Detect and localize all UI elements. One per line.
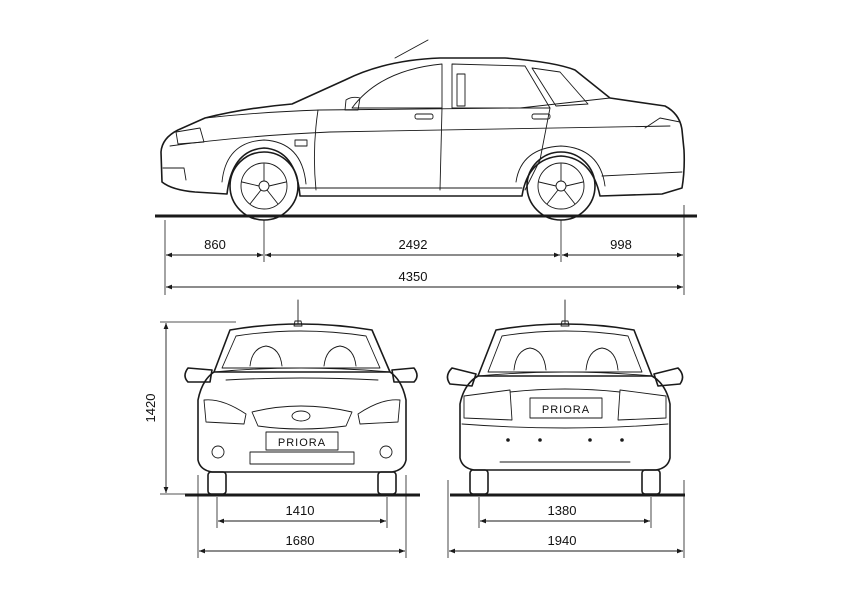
rear-taillight-right bbox=[617, 389, 667, 421]
rear-antenna-base bbox=[560, 320, 570, 327]
dim-front-track: 1410 bbox=[218, 503, 386, 524]
side-view bbox=[155, 39, 697, 221]
front-lower-intake bbox=[249, 451, 355, 465]
front-view: PRIORA bbox=[184, 299, 420, 497]
rear-seat-left bbox=[513, 347, 547, 371]
side-body-outline bbox=[160, 57, 686, 197]
rear-taillight-left bbox=[463, 389, 513, 421]
front-fog-right bbox=[379, 445, 393, 459]
dim-front-width: 1680 bbox=[199, 533, 405, 554]
dim-front-overhang: 860 bbox=[166, 237, 263, 258]
front-seat-right bbox=[323, 345, 357, 367]
rear-track-label: 1380 bbox=[548, 503, 577, 518]
front-mirror-left bbox=[184, 367, 213, 383]
front-extension-lines bbox=[197, 475, 407, 558]
overall-width-label: 1940 bbox=[548, 533, 577, 548]
rear-reflector-2 bbox=[538, 438, 542, 442]
side-rear-wheel bbox=[526, 151, 596, 221]
side-headlight bbox=[175, 127, 205, 145]
side-rear-arch bbox=[515, 145, 606, 187]
front-width-label: 1680 bbox=[286, 533, 315, 548]
rear-window-glass bbox=[487, 330, 643, 373]
side-badge bbox=[294, 139, 308, 147]
side-front-door-handle bbox=[414, 113, 434, 120]
height-label: 1420 bbox=[143, 394, 158, 423]
rear-extension-lines bbox=[447, 480, 685, 558]
rear-trunk-lip bbox=[509, 388, 621, 393]
side-beltline bbox=[204, 97, 611, 119]
rear-window-frame bbox=[477, 323, 653, 377]
rear-mirror-left bbox=[446, 367, 477, 387]
front-grille bbox=[251, 405, 353, 430]
dim-rear-overhang: 998 bbox=[562, 237, 683, 258]
dim-overall-length: 4350 bbox=[166, 269, 683, 290]
side-front-bumper-line bbox=[162, 167, 187, 181]
front-antenna-base bbox=[293, 320, 303, 327]
side-b-pillar bbox=[456, 73, 466, 107]
overall-length-label: 4350 bbox=[399, 269, 428, 284]
front-fog-left bbox=[211, 445, 225, 459]
rear-tire-right bbox=[641, 469, 661, 495]
front-hood-line bbox=[225, 377, 379, 381]
front-headlight-right bbox=[357, 399, 401, 425]
front-emblem bbox=[291, 410, 311, 422]
side-quarter-window bbox=[531, 67, 589, 107]
front-windshield-frame bbox=[213, 323, 391, 373]
front-plate-frame bbox=[265, 431, 339, 451]
side-tail-light bbox=[644, 117, 681, 129]
front-hood-edge bbox=[213, 367, 391, 373]
rear-reflector-4 bbox=[620, 438, 624, 442]
front-windshield-glass bbox=[221, 330, 381, 369]
dim-height: 1420 bbox=[143, 321, 236, 495]
side-front-door-edge bbox=[313, 109, 319, 191]
wheelbase-label: 2492 bbox=[399, 237, 428, 252]
front-seat-left bbox=[249, 345, 283, 367]
dim-rear-track: 1380 bbox=[480, 503, 650, 524]
rear-mirror-right bbox=[653, 367, 684, 387]
rear-tire-left bbox=[469, 469, 489, 495]
dim-wheelbase: 2492 bbox=[265, 237, 560, 258]
side-door-split bbox=[439, 107, 443, 191]
rear-seat-right bbox=[585, 347, 619, 371]
front-headlight-left bbox=[203, 399, 247, 425]
side-front-arch bbox=[221, 139, 307, 185]
rear-plate-text: PRIORA bbox=[542, 404, 590, 416]
rear-overhang-label: 998 bbox=[610, 237, 632, 252]
front-tire-left bbox=[207, 471, 227, 495]
side-crease-line bbox=[169, 125, 671, 147]
front-track-label: 1410 bbox=[286, 503, 315, 518]
dim-overall-width: 1940 bbox=[449, 533, 683, 554]
side-mirror bbox=[344, 96, 361, 111]
side-antenna bbox=[394, 39, 429, 59]
rear-plate-frame bbox=[529, 397, 603, 419]
rear-body-outline bbox=[459, 375, 671, 471]
side-rear-bumper-line bbox=[601, 171, 683, 177]
side-rear-window bbox=[451, 63, 551, 109]
front-overhang-label: 860 bbox=[204, 237, 226, 252]
side-extension-lines bbox=[164, 205, 685, 295]
side-rear-door-handle bbox=[531, 113, 551, 120]
rear-reflector-1 bbox=[506, 438, 510, 442]
rear-trunk-edge bbox=[477, 371, 653, 377]
front-body-outline bbox=[197, 371, 407, 473]
front-plate-text: PRIORA bbox=[278, 437, 326, 449]
front-tire-right bbox=[377, 471, 397, 495]
rear-bumper-line bbox=[461, 423, 669, 429]
front-mirror-right bbox=[391, 367, 418, 383]
rear-reflector-3 bbox=[588, 438, 592, 442]
side-front-wheel bbox=[229, 151, 299, 221]
rear-view: PRIORA bbox=[446, 299, 685, 497]
